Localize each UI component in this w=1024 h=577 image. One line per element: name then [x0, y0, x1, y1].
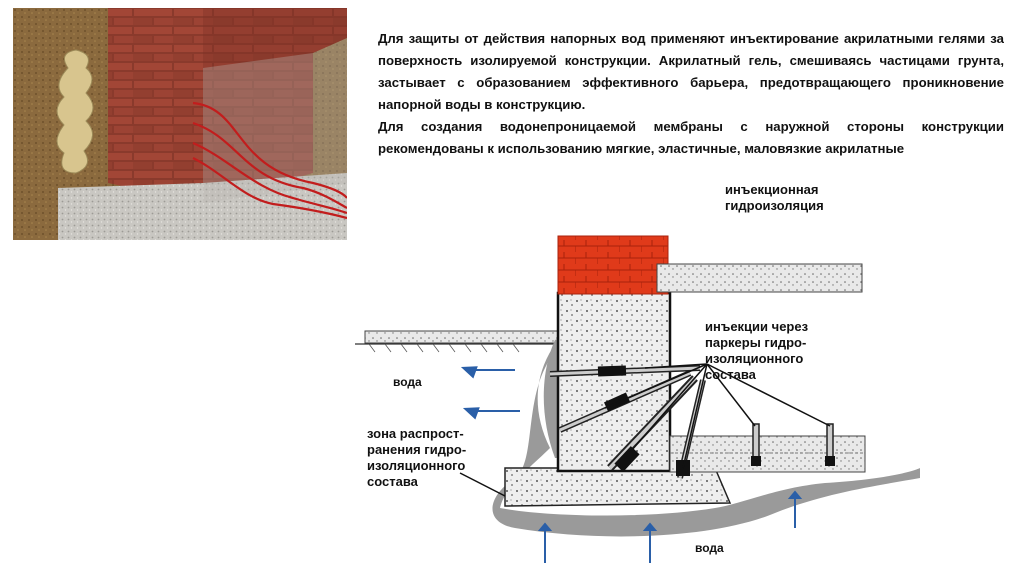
floor-slab [669, 435, 866, 473]
paragraph-pressure-water: Для защиты от действия напорных вод прим… [378, 31, 1004, 112]
packer-leaders [604, 363, 831, 469]
gel-zone [492, 338, 920, 537]
injection-photo [13, 8, 347, 240]
body-text: Для защиты от действия напорных вод прим… [378, 28, 1004, 170]
injection-hoses [192, 101, 347, 220]
title-line-2: гидроизоляция [725, 198, 824, 213]
upper-slab [656, 263, 863, 293]
zone-leader [459, 472, 506, 497]
water-arrows [460, 366, 803, 563]
zone-line-4: состава [367, 474, 419, 489]
packers-line-4: состава [705, 367, 757, 382]
zone-line-2: ранения гидро- [367, 442, 466, 457]
paragraph-membrane: Для создания водонепроницаемой мембраны … [378, 119, 1004, 156]
zone-line-1: зона распрост- [367, 426, 464, 441]
gel-column [56, 49, 94, 174]
water-label-bottom: вода [695, 541, 724, 555]
packers-line-1: инъекции через [705, 319, 809, 334]
concrete-slab [58, 173, 347, 240]
zone-line-3: изоляционного [367, 458, 465, 473]
water-label-left: вода [393, 375, 422, 389]
injection-diagram: инъекционная гидроизоляция инъекции чере… [355, 168, 920, 572]
packers-line-3: изоляционного [705, 351, 803, 366]
foundation-wall [556, 291, 672, 473]
brick-top [557, 235, 669, 295]
footing [504, 467, 732, 507]
brick-wall [108, 8, 347, 203]
packers-line-2: паркеры гидро- [705, 335, 806, 350]
title-line-1: инъекционная [725, 182, 819, 197]
